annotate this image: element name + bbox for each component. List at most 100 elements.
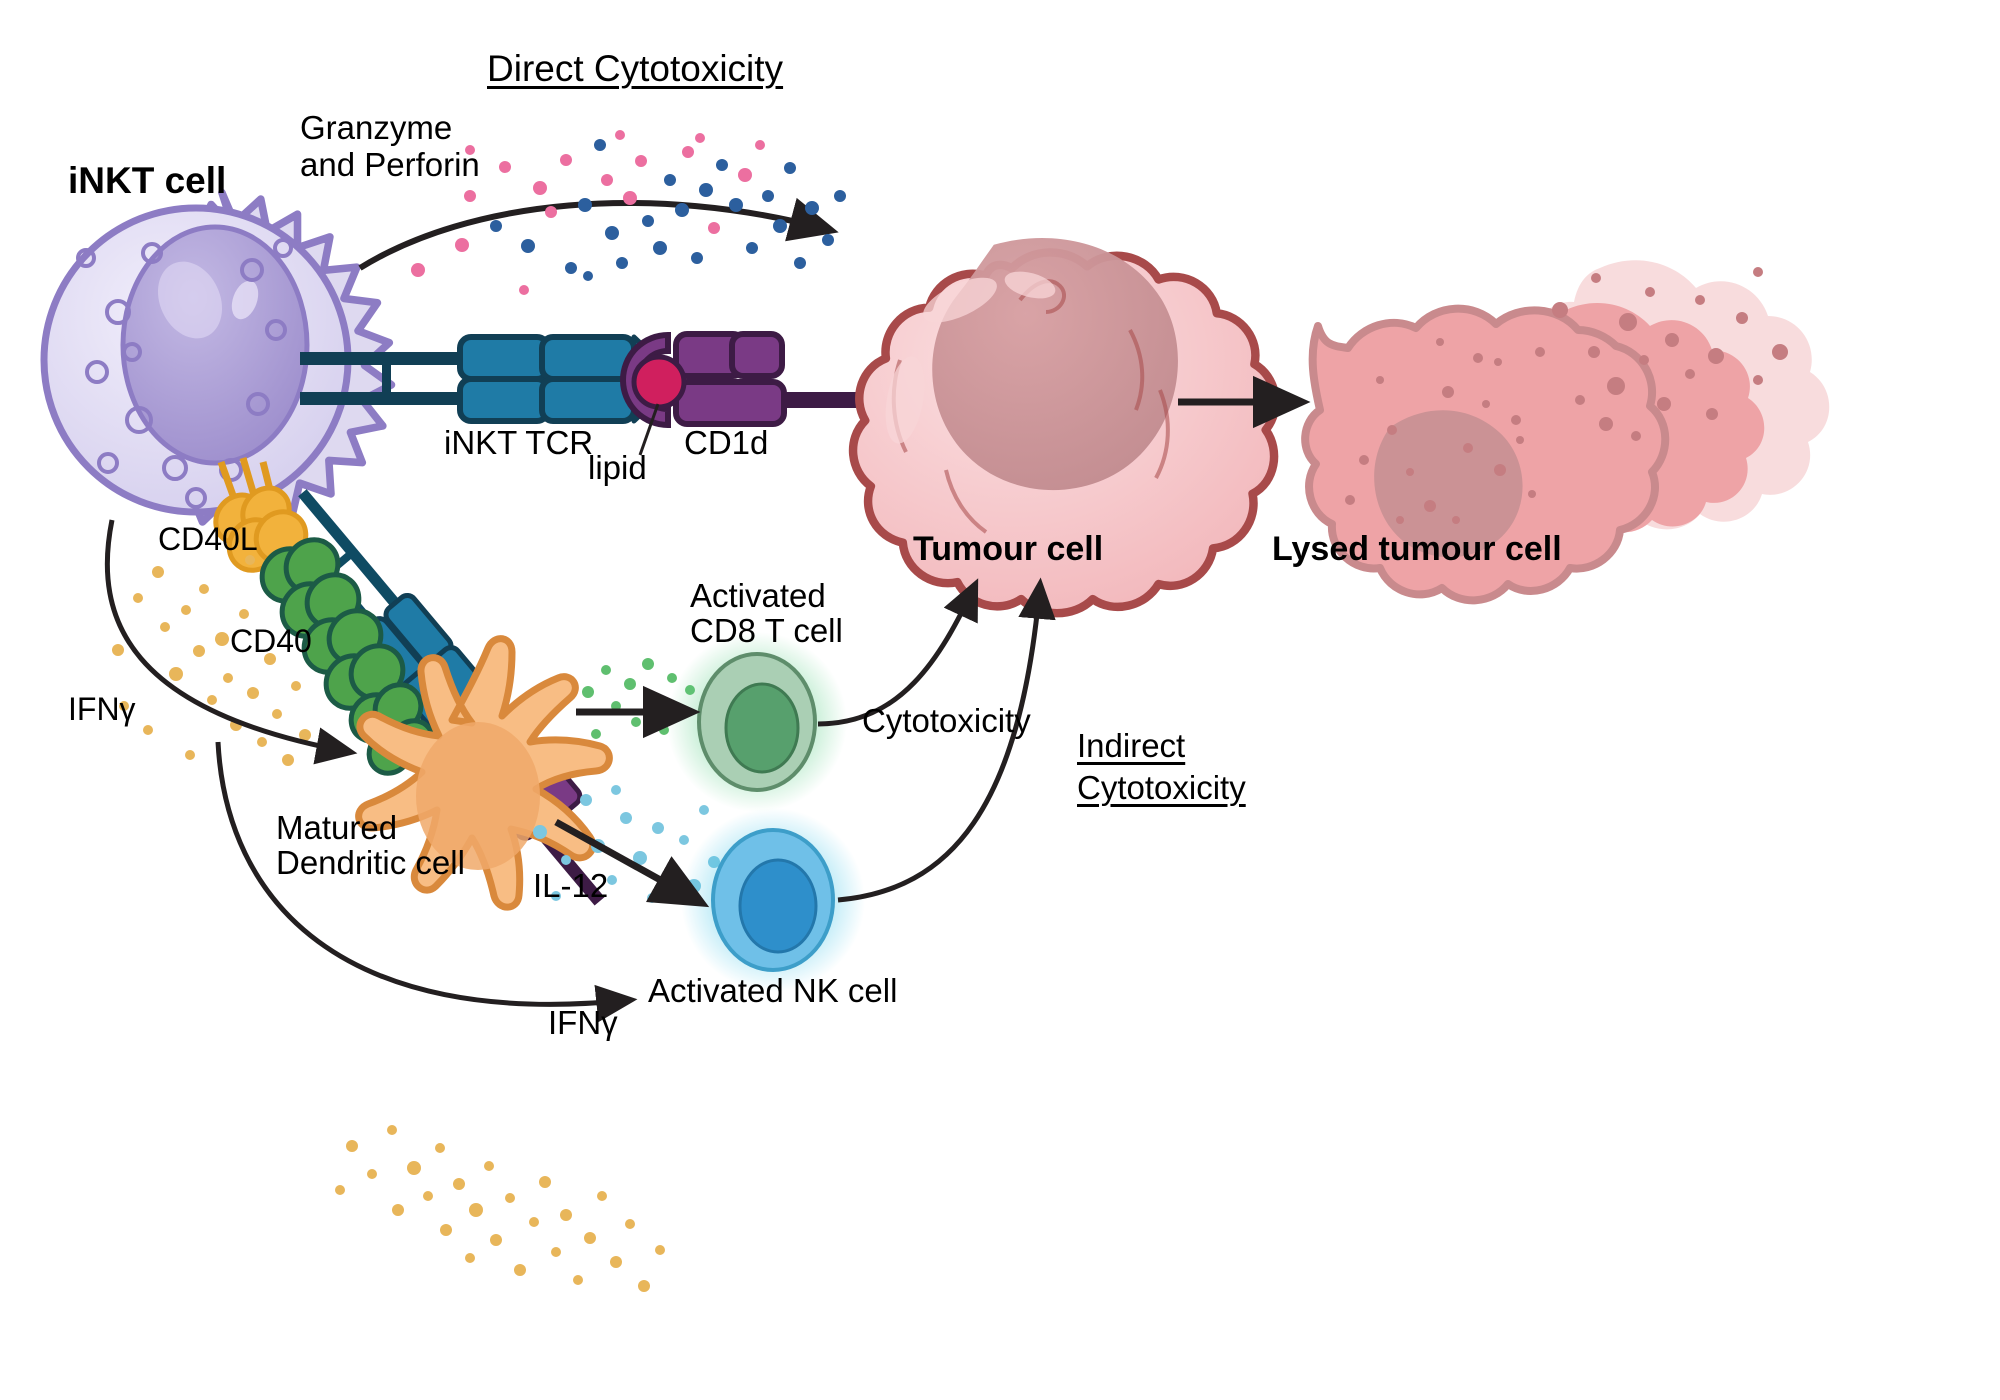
granzyme-perforin-particle (822, 234, 834, 246)
ifng-particle (133, 593, 143, 603)
tcr-cd1d-complex (300, 331, 900, 456)
label-lipid: lipid (588, 449, 647, 486)
il12-particle (561, 855, 571, 865)
granzyme-perforin-particle (594, 139, 606, 151)
granzyme-arrow (358, 197, 839, 271)
label-cd1d: CD1d (684, 424, 769, 461)
tumour-cell-graphic (848, 237, 1280, 618)
ifng-particle (423, 1191, 433, 1201)
ifng-particle (453, 1178, 465, 1190)
il12-particle (533, 825, 547, 839)
label-ifng-left: IFNγ (68, 691, 136, 727)
lysed-burst-speck (1753, 375, 1763, 385)
lysed-cell-speck (1494, 464, 1506, 476)
granzyme-perforin-particle (762, 190, 774, 202)
ifng-particle (245, 555, 255, 565)
lysed-burst-speck (1619, 313, 1637, 331)
lysed-cell-speck (1396, 516, 1404, 524)
lysed-cell-speck (1387, 425, 1397, 435)
lysed-cell-speck (1376, 376, 1384, 384)
granzyme-perforin-particle (601, 174, 613, 186)
ifng-particle (392, 1204, 404, 1216)
lysed-burst-speck (1772, 344, 1788, 360)
lysed-cell-speck (1442, 386, 1454, 398)
ifng-particle (257, 737, 267, 747)
lysed-burst-speck (1591, 273, 1601, 283)
label-matured-line2: Dendritic cell (276, 844, 465, 881)
label-activated-cd8-line1: Activated (690, 577, 826, 614)
lysed-cell-speck (1482, 400, 1490, 408)
granzyme-perforin-particle (635, 155, 647, 167)
ifng-particle (551, 1247, 561, 1257)
label-granzyme-line1: Granzyme (300, 109, 453, 146)
granzyme-perforin-particle (490, 220, 502, 232)
lysed-burst-speck (1639, 355, 1649, 365)
lysed-cell-speck (1345, 495, 1355, 505)
ifng-particle (185, 750, 195, 760)
il12-particle (666, 866, 678, 878)
granzyme-perforin-particle (784, 162, 796, 174)
ifng-particle (655, 1245, 665, 1255)
ifng-particle (440, 1224, 452, 1236)
ifng-particle (207, 695, 217, 705)
granzyme-perforin-particle (716, 159, 728, 171)
granzyme-perforin-particle (411, 263, 425, 277)
ifng-particle (407, 1161, 421, 1175)
il12-particle (699, 805, 709, 815)
lysed-tumour-cell-graphic (1301, 260, 1830, 605)
lysed-cell-speck (1528, 490, 1536, 498)
granzyme-perforin-particle (521, 239, 535, 253)
il12-particle (647, 893, 657, 903)
ifng-particle (573, 1275, 583, 1285)
label-inkt-tcr: iNKT TCR (444, 424, 594, 461)
lysed-burst-speck (1575, 395, 1585, 405)
dc-to-nk-arrow (554, 818, 710, 908)
label-matured-line1: Matured (276, 809, 398, 846)
lysed-cell-speck (1463, 443, 1473, 453)
il12-particle (652, 822, 664, 834)
cd8-signal-particle (582, 686, 594, 698)
ifng-particle (119, 701, 129, 711)
lysed-burst-speck (1631, 431, 1641, 441)
label-cd40: CD40 (230, 623, 312, 659)
granzyme-perforin-particle (773, 219, 787, 233)
title-direct-cytotoxicity: Direct Cytotoxicity (487, 48, 784, 89)
granzyme-perforin-particle (533, 181, 547, 195)
ifng-particle (367, 1169, 377, 1179)
lysed-cell-speck (1494, 358, 1502, 366)
ifng-particle (484, 1161, 494, 1171)
granzyme-perforin-particle (465, 145, 475, 155)
label-il12: IL-12 (533, 867, 609, 904)
granzyme-perforin-particle (729, 198, 743, 212)
granzyme-perforin-particle (499, 161, 511, 173)
ifng-particle (625, 1219, 635, 1229)
granzyme-perforin-particle (642, 215, 654, 227)
ifng-particle (610, 1256, 622, 1268)
ifng-particle (239, 609, 249, 619)
granzyme-perforin-particle (805, 201, 819, 215)
granzyme-perforin-particle (695, 133, 705, 143)
ifng-particle (490, 1234, 502, 1246)
ifng-particle (638, 1280, 650, 1292)
lysed-burst-speck (1599, 417, 1613, 431)
activated-nk-cell-graphic (681, 808, 865, 992)
nk-cytotoxicity-arrow (837, 577, 1056, 903)
granzyme-perforin-particle (519, 285, 529, 295)
ifng-particle (143, 725, 153, 735)
ifng-particle (291, 681, 301, 691)
ifng-particle (387, 1125, 397, 1135)
ifng-particle (465, 1253, 475, 1263)
il12-particle (551, 891, 561, 901)
ifng-particle (282, 754, 294, 766)
granzyme-perforin-particle (605, 226, 619, 240)
ifng-particle (514, 1264, 526, 1276)
lysed-burst-speck (1657, 397, 1671, 411)
cd8-signal-particle (650, 694, 662, 706)
cd8-signal-particle (601, 665, 611, 675)
lysed-burst-speck (1695, 295, 1705, 305)
ifng-particle (529, 1217, 539, 1227)
lysed-burst-speck (1535, 347, 1545, 357)
lysed-cell-speck (1473, 353, 1483, 363)
granzyme-perforin-particle (834, 190, 846, 202)
